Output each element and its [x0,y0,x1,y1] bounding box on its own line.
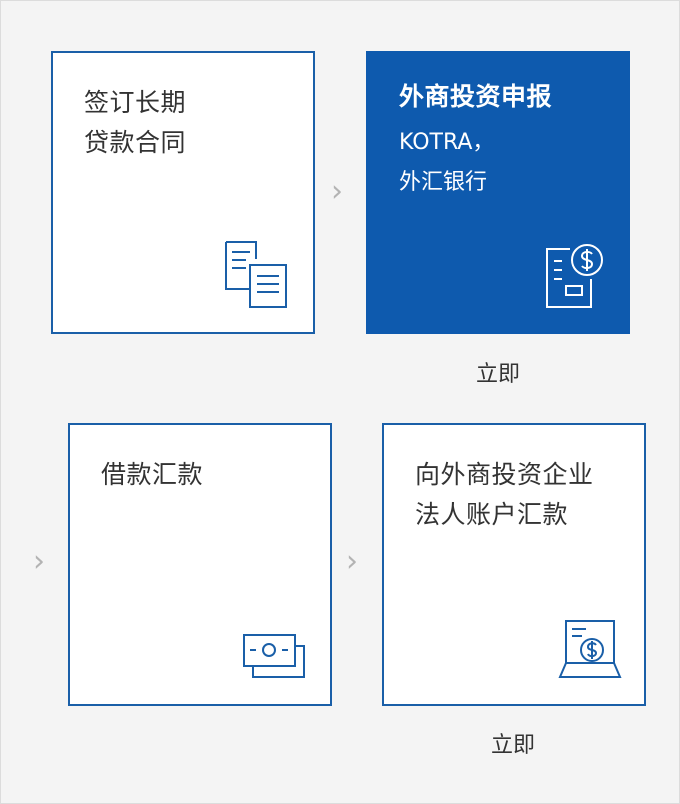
arrow-right-icon: › [346,544,358,579]
arrow-right-icon: › [331,174,343,209]
laptop-dollar-icon [558,620,622,678]
step-title: 向外商投资企业 法人账户汇款 [415,460,594,529]
step-fdi-report: 外商投资申报 KOTRA， 外汇银行 [366,51,630,334]
step-remit-to-corporate-account: 向外商投资企业 法人账户汇款 [382,423,646,706]
timing-note: 立即 [476,362,521,387]
step-sign-loan-contract: 签订长期 贷款合同 [51,51,315,334]
arrow-right-icon: › [33,544,45,579]
step-loan-remittance: 借款汇款 [68,423,332,706]
report-dollar-icon [546,244,603,308]
step-title: 借款汇款 [101,460,204,489]
documents-icon [225,241,287,308]
timing-note: 立即 [491,733,536,758]
banknotes-icon [243,634,305,678]
step-title: 外商投资申报 [399,82,553,111]
step-title: 签订长期 贷款合同 [84,88,187,157]
step-subtitle: KOTRA， 外汇银行 [399,130,495,195]
